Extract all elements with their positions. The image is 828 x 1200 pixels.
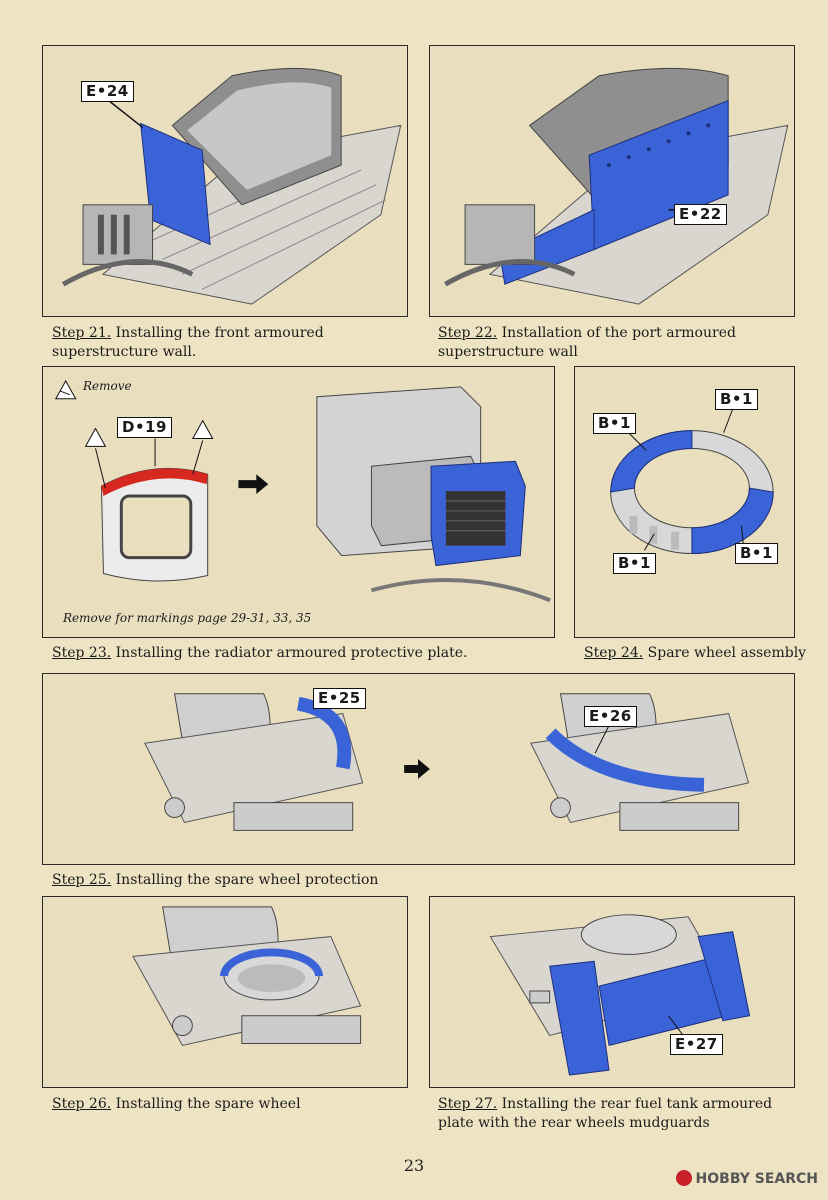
remove-legend-icon bbox=[54, 379, 77, 400]
spare-wheel-top bbox=[580, 914, 677, 955]
part-label-b1-top-right: B•1 bbox=[715, 389, 758, 410]
step-24-number: Step 24. bbox=[584, 645, 644, 661]
cut-icon-right bbox=[191, 419, 214, 439]
arrow-icon-step25 bbox=[404, 759, 430, 779]
step-21-number: Step 21. bbox=[52, 325, 112, 341]
step-22-number: Step 22. bbox=[438, 325, 498, 341]
arrow-icon bbox=[238, 474, 269, 495]
part-label-d19: D•19 bbox=[117, 417, 172, 438]
part-label-b1-bottom-left: B•1 bbox=[613, 553, 656, 574]
step-26-caption: Step 26. Installing the spare wheel bbox=[52, 1095, 422, 1114]
part-e25-guard bbox=[296, 696, 352, 770]
part-label-e26: E•26 bbox=[584, 706, 637, 727]
remove-legend-text: Remove bbox=[83, 379, 132, 393]
remove-note: Remove for markings page 29-31, 33, 35 bbox=[63, 611, 312, 625]
watermark-text: HOBBY SEARCH bbox=[695, 1171, 818, 1187]
step-21-illustration: E•24 bbox=[42, 45, 408, 317]
step-26-drawing bbox=[132, 906, 362, 1047]
step-27-number: Step 27. bbox=[438, 1096, 498, 1112]
step-23-number: Step 23. bbox=[52, 645, 112, 661]
part-e26-guard bbox=[545, 728, 705, 792]
step-24-caption: Step 24. Spare wheel assembly bbox=[584, 644, 824, 663]
page-number: 23 bbox=[403, 1156, 425, 1175]
step-25-text: Installing the spare wheel protection bbox=[115, 872, 379, 888]
step-22-text: Installation of the port armoured supers… bbox=[438, 325, 736, 360]
step-27-illustration: E•27 bbox=[429, 896, 795, 1088]
part-label-b1-bottom-right: B•1 bbox=[735, 543, 778, 564]
step-25-left-model bbox=[144, 693, 364, 831]
step-23-text: Installing the radiator armoured protect… bbox=[115, 645, 468, 661]
step-24-text: Spare wheel assembly bbox=[647, 645, 807, 661]
step-25-caption: Step 25. Installing the spare wheel prot… bbox=[52, 871, 552, 890]
part-label-b1-top-left: B•1 bbox=[593, 413, 636, 434]
step-26-text: Installing the spare wheel bbox=[115, 1096, 301, 1112]
step-21-caption: Step 21. Installing the front armoured s… bbox=[52, 324, 422, 362]
step-25-right-model bbox=[530, 693, 750, 831]
step-27-text: Installing the rear fuel tank armoured p… bbox=[438, 1096, 773, 1131]
step-24-drawing bbox=[610, 406, 774, 555]
watermark: HOBBY SEARCH bbox=[675, 1170, 818, 1187]
step-24-illustration: B•1 B•1 B•1 B•1 bbox=[574, 366, 795, 638]
part-label-e25: E•25 bbox=[313, 688, 366, 709]
hobby-search-logo-icon bbox=[675, 1170, 692, 1186]
mudguard-left bbox=[549, 960, 610, 1076]
step-25-number: Step 25. bbox=[52, 872, 112, 888]
step-25-illustration: E•25 E•26 bbox=[42, 673, 795, 865]
step-25-drawing bbox=[144, 693, 750, 831]
part-label-e22: E•22 bbox=[674, 204, 727, 225]
cut-icon-left bbox=[84, 427, 107, 447]
step-21-text: Installing the front armoured superstruc… bbox=[52, 325, 324, 360]
step-27-drawing bbox=[489, 914, 751, 1076]
step-27-caption: Step 27. Installing the rear fuel tank a… bbox=[438, 1095, 808, 1133]
step-22-drawing bbox=[444, 67, 789, 305]
step-23-drawing bbox=[54, 379, 551, 603]
step-23-caption: Step 23. Installing the radiator armoure… bbox=[52, 644, 552, 663]
part-label-e27: E•27 bbox=[670, 1034, 723, 1055]
part-e24-plate bbox=[140, 122, 211, 246]
part-label-e24: E•24 bbox=[81, 81, 134, 102]
step-23-illustration: Remove D•19 Remove for markings page 29-… bbox=[42, 366, 555, 638]
step-26-illustration bbox=[42, 896, 408, 1088]
mudguard-right bbox=[697, 931, 751, 1022]
step-22-caption: Step 22. Installation of the port armour… bbox=[438, 324, 808, 362]
step-21-drawing bbox=[61, 67, 402, 305]
step-26-number: Step 26. bbox=[52, 1096, 112, 1112]
step-22-illustration: E•22 bbox=[429, 45, 795, 317]
removed-edge bbox=[101, 468, 208, 497]
